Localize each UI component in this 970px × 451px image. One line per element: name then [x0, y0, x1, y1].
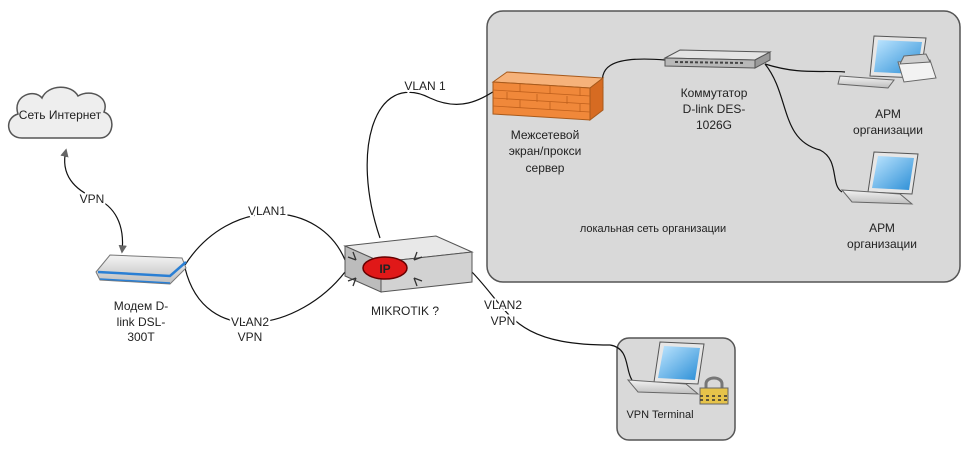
switch-label-2: D-link DES-	[683, 102, 746, 116]
modem-icon	[95, 254, 187, 285]
vpn-top-label: VPN	[80, 192, 105, 206]
vlan2-right-label-1: VLAN2	[484, 298, 522, 312]
switch-icon	[663, 49, 772, 69]
internet-label: Сеть Интернет	[19, 108, 102, 122]
firewall-label-1: Межсетевой	[511, 128, 580, 142]
cloud-icon	[8, 86, 113, 139]
modem-label-2: link DSL-	[117, 315, 166, 329]
workstation-2-label-1: АРМ	[869, 221, 895, 235]
modem-label-3: 300T	[127, 330, 155, 344]
lock-icon	[699, 376, 729, 405]
vlan1-top-label: VLAN 1	[404, 79, 446, 93]
vlan2-right-label-2: VPN	[491, 314, 516, 328]
switch-label-3: 1026G	[696, 118, 732, 132]
mikrotik-label: MIKROTIK ?	[371, 304, 439, 318]
modem: Модем D- link DSL- 300T	[95, 254, 187, 344]
firewall: Межсетевой экран/прокси сервер	[491, 71, 605, 175]
switch-label-1: Коммутатор	[681, 86, 748, 100]
router: IP MIKROTIK ?	[343, 235, 474, 318]
workstation-1: АРМ организации	[837, 35, 937, 137]
vlan2-left-label-1: VLAN2	[231, 315, 269, 329]
internet-cloud: Сеть Интернет	[8, 86, 113, 139]
router-badge-text: IP	[379, 262, 390, 276]
workstation-icon	[837, 35, 937, 89]
firewall-icon	[491, 71, 605, 122]
vpn-terminal: VPN Terminal	[626, 341, 729, 421]
workstation-1-label-1: АРМ	[875, 107, 901, 121]
workstation-icon	[626, 341, 705, 395]
vlan2-left-label-2: VPN	[238, 330, 263, 344]
lan-caption: локальная сеть организации	[580, 223, 726, 235]
modem-label-1: Модем D-	[114, 299, 168, 313]
workstation-2-label-2: организации	[847, 237, 917, 251]
firewall-label-2: экран/прокси	[509, 144, 582, 158]
firewall-label-3: сервер	[526, 161, 565, 175]
switch: Коммутатор D-link DES- 1026G	[663, 49, 772, 132]
router-icon: IP	[343, 235, 474, 293]
vpn-terminal-label: VPN Terminal	[626, 409, 693, 421]
workstation-2: АРМ организации	[840, 151, 919, 251]
workstation-icon	[840, 151, 919, 205]
vlan1-left-label: VLAN1	[248, 204, 286, 218]
workstation-1-label-2: организации	[853, 123, 923, 137]
